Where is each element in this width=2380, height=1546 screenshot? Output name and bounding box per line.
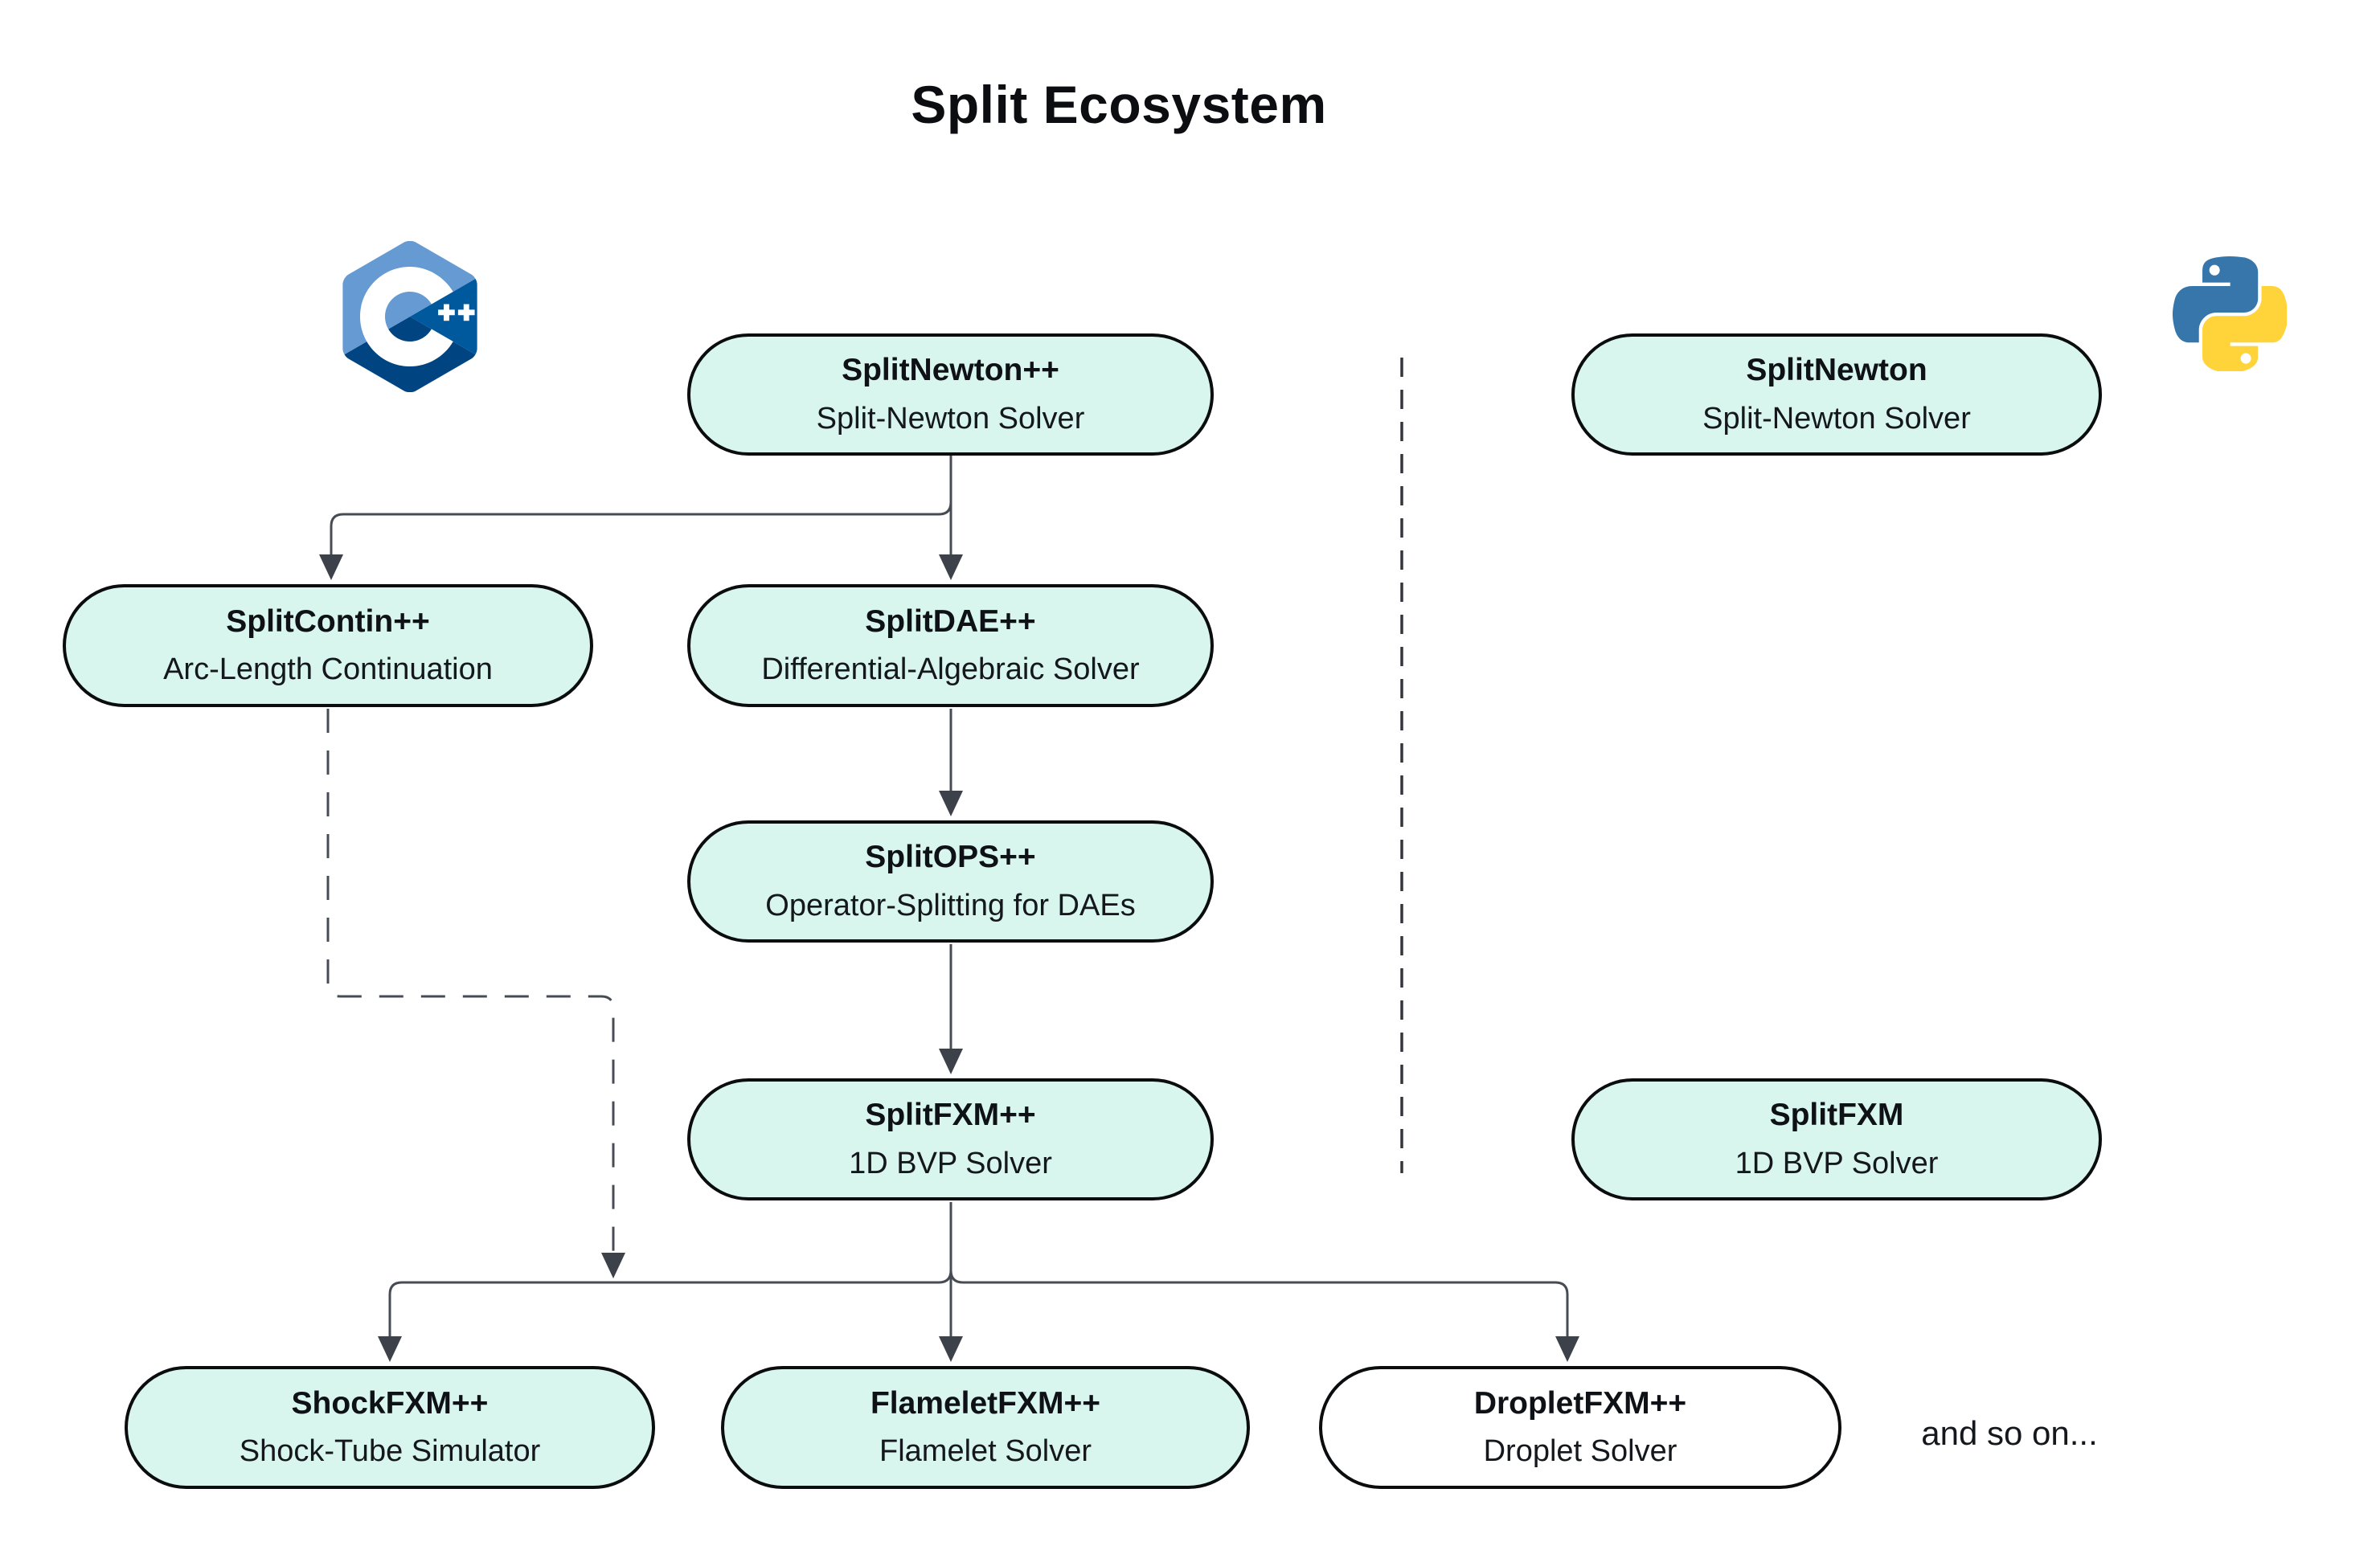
- node-subtitle: Flamelet Solver: [879, 1434, 1092, 1469]
- node-title: ShockFXM++: [291, 1385, 489, 1421]
- arrowheads: [319, 554, 1579, 1362]
- and-so-on-label: and so on...: [1921, 1414, 2098, 1452]
- node-subtitle: Split-Newton Solver: [816, 401, 1085, 436]
- node-title: DropletFXM++: [1473, 1385, 1687, 1421]
- page-title: Split Ecosystem: [911, 75, 1327, 134]
- node-subtitle: 1D BVP Solver: [1735, 1146, 1939, 1180]
- node-subtitle: Shock-Tube Simulator: [239, 1434, 541, 1469]
- node-subtitle: Arc-Length Continuation: [163, 652, 493, 687]
- edge-splitfxm-to-dropletfxm: [949, 1202, 1569, 1337]
- node-title: SplitNewton++: [842, 353, 1059, 388]
- arrowhead: [939, 1049, 963, 1074]
- node-splitfxm-python: SplitFXM 1D BVP Solver: [1571, 1078, 2102, 1200]
- node-title: FlameletFXM++: [870, 1385, 1101, 1421]
- arrowhead: [939, 791, 963, 816]
- cpp-logo-icon: [342, 241, 477, 392]
- node-subtitle: Operator-Splitting for DAEs: [765, 888, 1136, 922]
- node-subtitle: Droplet Solver: [1483, 1434, 1677, 1469]
- node-splitfxm-cpp: SplitFXM++ 1D BVP Solver: [687, 1078, 1214, 1200]
- arrowhead: [939, 1336, 963, 1362]
- edge-splitnewton-to-splitcontin: [330, 456, 952, 555]
- node-subtitle: Split-Newton Solver: [1702, 401, 1971, 436]
- node-subtitle: Differential-Algebraic Solver: [761, 652, 1140, 687]
- arrowhead-dashed: [601, 1253, 625, 1278]
- arrowhead: [319, 554, 343, 580]
- node-splitcontin-cpp: SplitContin++ Arc-Length Continuation: [63, 584, 593, 707]
- node-shockfxm-cpp: ShockFXM++ Shock-Tube Simulator: [125, 1366, 655, 1489]
- node-title: SplitNewton: [1746, 353, 1927, 388]
- node-splitops-cpp: SplitOPS++ Operator-Splitting for DAEs: [687, 820, 1214, 943]
- node-splitnewton-python: SplitNewton Split-Newton Solver: [1571, 333, 2102, 456]
- node-title: SplitFXM++: [865, 1098, 1036, 1133]
- node-flameletfxm-cpp: FlameletFXM++ Flamelet Solver: [721, 1366, 1250, 1489]
- python-logo-icon: [2173, 256, 2287, 371]
- node-title: SplitContin++: [226, 603, 430, 639]
- node-title: SplitOPS++: [865, 840, 1036, 875]
- node-dropletfxm-cpp: DropletFXM++ Droplet Solver: [1319, 1366, 1841, 1489]
- edge-splitfxm-to-shockfxm: [388, 1202, 952, 1337]
- node-title: SplitDAE++: [865, 603, 1036, 639]
- arrowhead: [378, 1336, 402, 1362]
- edge-splitcontin-dashed: [326, 709, 615, 1254]
- arrowhead: [939, 554, 963, 580]
- node-subtitle: 1D BVP Solver: [849, 1146, 1052, 1180]
- arrowhead: [1555, 1336, 1579, 1362]
- node-title: SplitFXM: [1769, 1098, 1904, 1133]
- node-splitdae-cpp: SplitDAE++ Differential-Algebraic Solver: [687, 584, 1214, 707]
- node-splitnewton-cpp: SplitNewton++ Split-Newton Solver: [687, 333, 1214, 456]
